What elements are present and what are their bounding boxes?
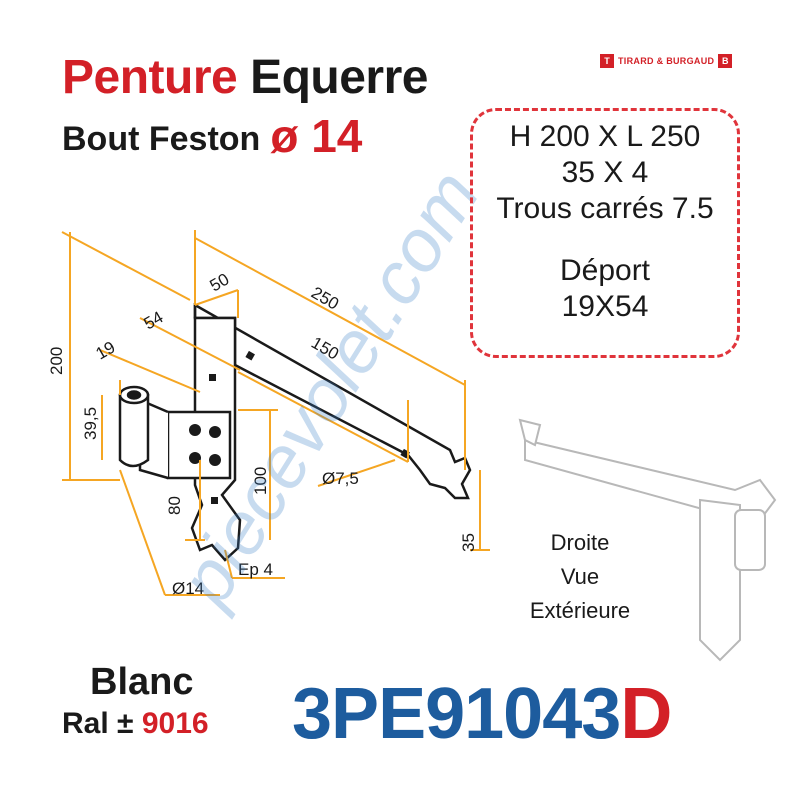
spec-line-1: H 200 X L 250 [509, 120, 701, 153]
finish-info: Blanc Ral ± 9016 [62, 660, 209, 744]
brand-logo: T TIRARD & BURGAUD B [600, 54, 733, 68]
view-description: Droite Vue Extérieure [520, 526, 640, 628]
spec-line-2: 35 X 4 [561, 156, 649, 189]
dim-35: 35 [459, 533, 478, 552]
finish-ral-number: 9016 [141, 707, 209, 740]
reference-suffix: D [620, 674, 672, 754]
dim-7-5: Ø7,5 [322, 469, 359, 488]
subtitle-diameter: ø 14 [270, 110, 363, 162]
brand-logo-mark-left: T [600, 54, 614, 68]
dim-200: 200 [47, 347, 66, 375]
dimension-lines [61, 230, 490, 596]
title-part-2: Equerre [250, 51, 428, 104]
dim-39-5: 39,5 [81, 407, 100, 440]
reference-main: 3PE91043 [292, 674, 621, 754]
spec-box: H 200 X L 250 35 X 4 Trous carrés 7.5 Dé… [470, 108, 740, 358]
view-line-3: Extérieure [529, 598, 631, 623]
view-line-1: Droite [550, 530, 610, 555]
product-thumbnail [518, 418, 777, 662]
finish-ral: Ral ± 9016 [62, 704, 209, 744]
brand-logo-mark-right: B [718, 54, 733, 68]
finish-color: Blanc [90, 661, 194, 703]
dim-14: Ø14 [172, 579, 204, 598]
subtitle-text: Bout Feston [62, 120, 261, 158]
dim-19: 19 [93, 338, 119, 364]
hinge-knuckle [118, 385, 150, 468]
view-line-2: Vue [560, 564, 600, 589]
finish-ral-prefix: Ral ± [62, 707, 134, 740]
title-part-1: Penture [62, 51, 238, 104]
spec-line-3: Trous carrés 7.5 [496, 192, 714, 225]
hinge-plate [138, 398, 232, 480]
product-reference: 3PE91043D [292, 672, 672, 756]
dim-100: 100 [251, 467, 270, 495]
dim-50: 50 [207, 270, 233, 296]
brand-name: TIRARD & BURGAUD [618, 56, 715, 66]
spec-deport-value: 19X54 [561, 290, 649, 323]
dim-ep4: Ep 4 [238, 560, 273, 579]
product-title: Penture Equerre [62, 52, 428, 104]
dim-80: 80 [165, 496, 184, 515]
spec-deport-label: Déport [559, 254, 651, 287]
